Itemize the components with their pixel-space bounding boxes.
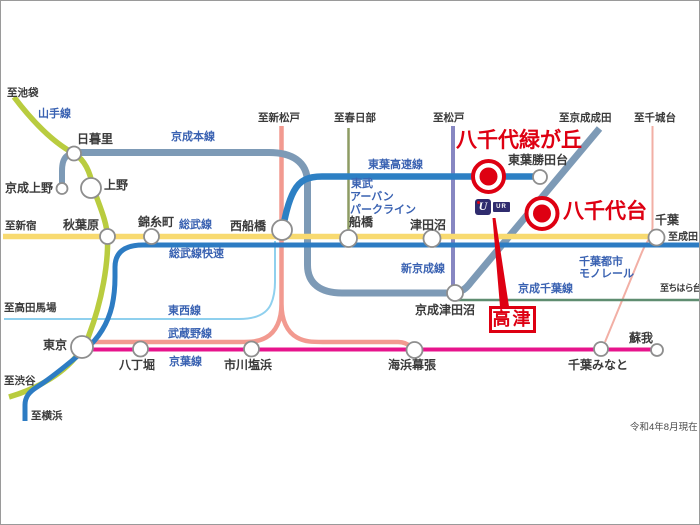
station-label-kinshicho: 錦糸町 xyxy=(138,215,175,229)
highlight-dot-yachiyodai xyxy=(533,204,551,223)
line-label-keisei-chiba: 京成千葉線 xyxy=(518,283,573,295)
station-label-chiba: 千葉 xyxy=(655,213,680,227)
station-circle-chiba xyxy=(647,228,666,247)
direction-label-takadanobaba: 至高田馬場 xyxy=(4,302,57,314)
toyo-rapid-line xyxy=(278,173,534,233)
station-label-nishi-funabashi: 西船橋 xyxy=(230,219,267,233)
station-label-keisei-ueno: 京成上野 xyxy=(5,181,54,195)
takatsu-callout-arrow xyxy=(492,218,509,307)
station-circle-ueno xyxy=(80,177,102,199)
keisei-main-line xyxy=(71,126,603,297)
station-label-toyo-katsutadai: 東葉勝田台 xyxy=(508,153,569,167)
direction-label-shinjuku: 至新宿 xyxy=(5,220,37,232)
station-label-ichikawa-shiohama: 市川塩浜 xyxy=(224,358,273,372)
map-date-note: 令和4年8月現在 xyxy=(630,422,698,433)
highlight-label-yachiyodai: 八千代台 xyxy=(563,200,647,223)
line-label-tobu-2: アーバン xyxy=(350,191,394,203)
line-label-shin-keisei: 新京成線 xyxy=(401,263,445,275)
line-label-tobu-3: パークライン xyxy=(350,204,416,216)
line-label-sobu: 総武線 xyxy=(179,219,212,231)
line-label-yamanote: 山手線 xyxy=(38,108,71,120)
direction-label-ikebukuro: 至池袋 xyxy=(7,87,39,99)
ur-text-box: UR xyxy=(493,201,510,212)
station-circle-tsudanuma xyxy=(422,229,442,248)
line-label-sobu-rapid: 総武線快速 xyxy=(169,248,224,260)
highlight-dot-yachiyo-midorigaoka xyxy=(479,167,498,186)
highlight-marks xyxy=(471,159,560,307)
station-circle-keisei-ueno xyxy=(55,182,69,195)
station-label-akihabara: 秋葉原 xyxy=(63,218,100,232)
line-label-monorail-1: 千葉都市 xyxy=(579,256,623,268)
station-circle-funabashi xyxy=(339,229,358,248)
ur-logo-icon: U xyxy=(475,198,491,215)
ur-logo-red-dot xyxy=(477,200,480,204)
station-circle-chiba-minato xyxy=(593,341,609,357)
station-label-tokyo: 東京 xyxy=(43,338,68,352)
station-circle-nippori xyxy=(66,145,82,162)
line-label-tozai: 東西線 xyxy=(168,305,201,317)
line-label-keisei-main: 京成本線 xyxy=(171,131,215,143)
direction-label-keisei-narita: 至京成成田 xyxy=(559,112,612,124)
station-circle-soga xyxy=(650,343,664,357)
station-label-kaihin-makuhari: 海浜幕張 xyxy=(388,358,437,372)
direction-label-narita: 至成田 xyxy=(668,232,698,243)
station-circle-kinshicho xyxy=(143,228,160,245)
line-label-monorail-2: モノレール xyxy=(579,268,634,280)
direction-label-chiharadai: 至ちはら台 xyxy=(660,283,700,293)
station-label-funabashi: 船橋 xyxy=(349,215,374,229)
station-circle-toyo-katsutadai xyxy=(532,169,548,185)
station-circles xyxy=(55,145,666,359)
station-circle-ichikawa-shiohama xyxy=(243,340,260,358)
station-circle-nishi-funabashi xyxy=(271,219,293,241)
station-circle-tokyo xyxy=(70,335,94,359)
direction-label-chishirodai: 至千城台 xyxy=(634,112,676,124)
ur-badge: U UR xyxy=(475,198,512,215)
station-label-hatchobori: 八丁堀 xyxy=(119,358,156,372)
direction-label-kasukabe: 至春日部 xyxy=(334,112,376,124)
direction-label-shibuya: 至渋谷 xyxy=(4,375,36,387)
station-label-tsudanuma: 津田沼 xyxy=(410,218,447,232)
line-label-keiyo: 京葉線 xyxy=(169,356,202,368)
direction-label-shin-matsudo: 至新松戸 xyxy=(258,112,300,124)
highlight-label-takatsu: 高津 xyxy=(489,306,536,333)
line-label-tobu-1: 東武 xyxy=(351,178,373,190)
station-circle-kaihin-makuhari xyxy=(405,341,424,359)
direction-label-matsudo: 至松戸 xyxy=(433,112,465,124)
station-label-chiba-minato: 千葉みなと xyxy=(568,358,629,372)
station-circle-keisei-tsudanuma xyxy=(446,284,464,302)
line-label-toyo-rapid: 東葉高速線 xyxy=(368,159,423,171)
station-label-keisei-tsudanuma: 京成津田沼 xyxy=(415,303,476,317)
highlight-label-yachiyo-midorigaoka: 八千代緑が丘 xyxy=(456,129,582,152)
station-circle-hatchobori xyxy=(132,340,149,358)
station-label-ueno: 上野 xyxy=(104,178,129,192)
line-label-musashino: 武蔵野線 xyxy=(168,328,212,340)
station-circle-akihabara xyxy=(99,228,116,245)
direction-label-yokohama: 至横浜 xyxy=(31,410,63,422)
station-label-soga: 蘇我 xyxy=(629,331,654,345)
station-label-nippori: 日暮里 xyxy=(77,132,114,146)
sobu-rapid-line xyxy=(22,242,699,421)
tozai-line xyxy=(4,241,276,320)
musashino-line xyxy=(87,126,413,349)
